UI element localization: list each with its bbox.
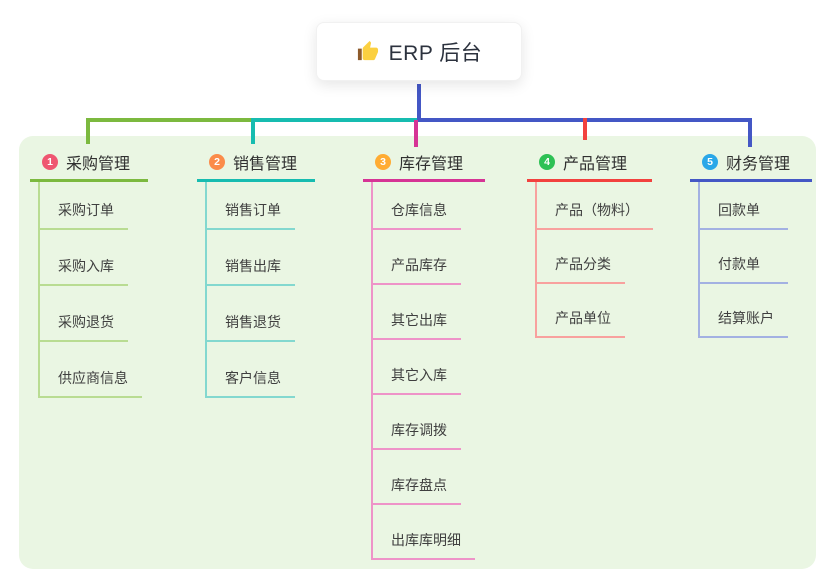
- branch-number-badge: 4: [539, 154, 555, 170]
- mindmap-item[interactable]: 采购入库: [38, 230, 128, 286]
- branch-4: 4 产品管理 产品（物料） 产品分类产品单位: [527, 148, 653, 338]
- connector-drop-branch-4: [583, 118, 587, 140]
- mindmap-item[interactable]: 销售订单: [205, 182, 295, 230]
- branch-label: 库存管理: [399, 156, 464, 173]
- branch-label: 产品管理: [563, 156, 628, 173]
- mindmap-item[interactable]: 产品分类: [535, 230, 625, 284]
- mindmap-item[interactable]: 仓库信息: [371, 182, 461, 230]
- item-label: 仓库信息: [391, 202, 447, 218]
- mindmap-item[interactable]: 出库库明细: [371, 505, 475, 560]
- item-label: 采购退货: [58, 314, 114, 330]
- mindmap-item[interactable]: 付款单: [698, 230, 788, 284]
- connector-drop-branch-1: [86, 118, 90, 144]
- branch-number-badge: 1: [42, 154, 58, 170]
- branch-label: 采购管理: [66, 156, 131, 173]
- thumbs-up-icon: [357, 40, 378, 61]
- connector-root-line: [417, 84, 421, 120]
- branch-trunk-line: [535, 182, 537, 338]
- connector-drop-branch-5: [748, 118, 752, 147]
- item-label: 其它出库: [391, 312, 447, 328]
- branch-header[interactable]: 3 库存管理: [363, 148, 485, 182]
- mindmap-item[interactable]: 库存调拨: [371, 395, 461, 450]
- item-label: 采购入库: [58, 258, 114, 274]
- item-label: 其它入库: [391, 367, 447, 383]
- item-label: 客户信息: [225, 370, 281, 386]
- mindmap-item[interactable]: 其它入库: [371, 340, 461, 395]
- branch-2: 2 销售管理 销售订单销售出库销售退货客户信息: [197, 148, 315, 398]
- item-label: 销售出库: [225, 258, 281, 274]
- root-node[interactable]: ERP 后台: [316, 22, 522, 81]
- branch-number-badge: 5: [702, 154, 718, 170]
- branch-trunk-line: [371, 182, 373, 560]
- branch-trunk-line: [205, 182, 207, 398]
- branch-header[interactable]: 1 采购管理: [30, 148, 148, 182]
- item-label: 出库库明细: [391, 532, 461, 548]
- item-label: 产品（物料）: [555, 202, 639, 218]
- item-label: 销售订单: [225, 202, 281, 218]
- item-label: 回款单: [718, 202, 760, 218]
- branch-5: 5 财务管理 回款单付款单结算账户: [690, 148, 812, 338]
- branch-label: 销售管理: [233, 156, 298, 173]
- connector-bus-segment-1: [86, 118, 255, 122]
- mindmap-item[interactable]: 供应商信息: [38, 342, 142, 398]
- item-label: 供应商信息: [58, 370, 128, 386]
- mindmap-item[interactable]: 销售退货: [205, 286, 295, 342]
- item-label: 采购订单: [58, 202, 114, 218]
- branch-items: 产品（物料） 产品分类产品单位: [535, 182, 653, 338]
- branch-1: 1 采购管理 采购订单采购入库采购退货供应商信息: [30, 148, 148, 398]
- connector-drop-branch-2: [251, 118, 255, 144]
- mindmap-item[interactable]: 结算账户: [698, 284, 788, 338]
- mindmap-item[interactable]: 库存盘点: [371, 450, 461, 505]
- mindmap-item[interactable]: 采购退货: [38, 286, 128, 342]
- connector-bus-segment-2: [253, 118, 419, 122]
- mindmap-item[interactable]: 采购订单: [38, 182, 128, 230]
- branch-header[interactable]: 2 销售管理: [197, 148, 315, 182]
- item-label: 产品分类: [555, 256, 611, 272]
- mindmap-item[interactable]: 产品单位: [535, 284, 625, 338]
- branch-items: 销售订单销售出库销售退货客户信息: [205, 182, 315, 398]
- branch-number-badge: 3: [375, 154, 391, 170]
- branch-trunk-line: [698, 182, 700, 338]
- item-label: 产品库存: [391, 257, 447, 273]
- branch-label: 财务管理: [726, 156, 791, 173]
- branch-3: 3 库存管理 仓库信息产品库存其它出库其它入库库存调拨库存盘点出库库明细: [363, 148, 485, 560]
- mindmap-item[interactable]: 客户信息: [205, 342, 295, 398]
- mindmap-item[interactable]: 产品（物料）: [535, 182, 653, 230]
- mindmap-panel: [19, 136, 816, 569]
- mindmap-item[interactable]: 回款单: [698, 182, 788, 230]
- branch-header[interactable]: 5 财务管理: [690, 148, 812, 182]
- branch-number-badge: 2: [209, 154, 225, 170]
- mindmap-item[interactable]: 其它出库: [371, 285, 461, 340]
- branch-items: 采购订单采购入库采购退货供应商信息: [38, 182, 148, 398]
- mindmap-item[interactable]: 销售出库: [205, 230, 295, 286]
- branch-header[interactable]: 4 产品管理: [527, 148, 652, 182]
- branch-trunk-line: [38, 182, 40, 398]
- item-label: 销售退货: [225, 314, 281, 330]
- branch-items: 回款单付款单结算账户: [698, 182, 812, 338]
- item-label: 结算账户: [718, 310, 774, 326]
- item-label: 库存调拨: [391, 422, 447, 438]
- item-label: 付款单: [718, 256, 760, 272]
- connector-drop-branch-3: [414, 120, 418, 147]
- item-label: 产品单位: [555, 310, 611, 326]
- root-title: ERP 后台: [388, 41, 483, 65]
- branch-items: 仓库信息产品库存其它出库其它入库库存调拨库存盘点出库库明细: [371, 182, 485, 560]
- mindmap-item[interactable]: 产品库存: [371, 230, 461, 285]
- item-label: 库存盘点: [391, 477, 447, 493]
